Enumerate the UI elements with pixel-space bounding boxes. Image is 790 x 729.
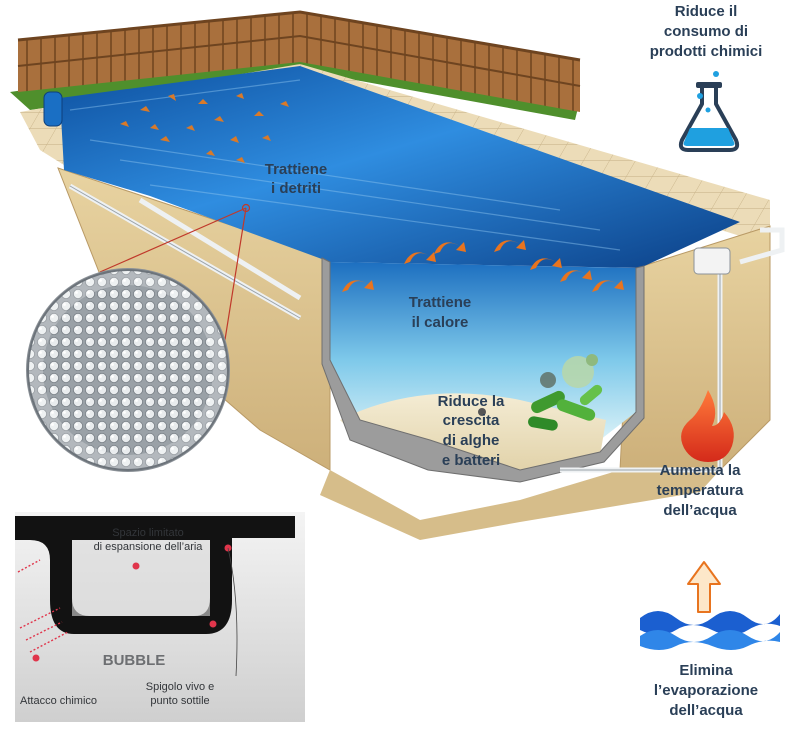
chemical-attack-arrows [17, 559, 69, 653]
svg-text:Aumenta la: Aumenta la [660, 462, 742, 479]
flask-icon [678, 71, 740, 152]
chemical-attack-label: Attacco chimico [20, 695, 97, 707]
bubble-magnifier [26, 203, 251, 472]
bubble-film [15, 516, 295, 634]
heat-arrows [342, 240, 624, 292]
label-heat: Trattiene il calore [409, 294, 472, 331]
waves-icon [640, 611, 780, 650]
svg-text:il calore: il calore [412, 314, 469, 331]
label-debris: Trattiene i detriti [265, 161, 328, 197]
cover-roll [43, 91, 63, 127]
svg-text:e batteri: e batteri [442, 452, 500, 469]
flame-icon [681, 390, 734, 462]
label-evaporation: Elimina l’evaporazione dell’acqua [654, 662, 758, 719]
edge-marker-bottom [209, 620, 217, 628]
svg-text:l’evaporazione: l’evaporazione [654, 682, 758, 699]
callout-line [99, 207, 247, 347]
pool-cover-surface [60, 66, 740, 268]
svg-text:temperatura: temperatura [657, 482, 744, 499]
svg-text:Elimina: Elimina [679, 662, 733, 679]
skimmer [693, 247, 731, 275]
edge-label-line2: punto sottile [150, 695, 209, 707]
svg-text:Trattiene: Trattiene [265, 161, 328, 178]
svg-text:prodotti chimici: prodotti chimici [650, 43, 763, 60]
label-chemicals: Riduce il consumo di prodotti chimici [650, 3, 763, 60]
space-marker [132, 562, 140, 570]
svg-text:Trattiene: Trattiene [409, 294, 472, 311]
svg-text:i detriti: i detriti [271, 180, 321, 197]
svg-text:crescita: crescita [443, 412, 500, 429]
soil-bottom [320, 470, 720, 540]
callout-marker [241, 203, 251, 213]
svg-text:di alghe: di alghe [443, 432, 500, 449]
space-label-line2: di espansione dell’aria [94, 541, 204, 553]
label-algae: Riduce la crescita di alghe e batteri [438, 393, 505, 469]
svg-text:dell’acqua: dell’acqua [663, 502, 737, 519]
label-temperature: Aumenta la temperatura dell’acqua [657, 462, 744, 519]
svg-text:Riduce il: Riduce il [675, 3, 738, 20]
svg-text:Riduce la: Riduce la [438, 393, 505, 410]
svg-text:consumo di: consumo di [664, 23, 748, 40]
bubble-diagram-labels: Spazio limitato di espansione dell’aria … [20, 527, 214, 707]
bacteria-cluster [478, 354, 603, 431]
pool-shell [321, 257, 645, 483]
bubble-cross-section [15, 512, 305, 722]
bubble-title: BUBBLE [103, 652, 166, 669]
space-label-line1: Spazio limitato [112, 527, 184, 539]
attack-marker [32, 654, 40, 662]
edge-label-line1: Spigolo vivo e [146, 681, 215, 693]
svg-text:dell’acqua: dell’acqua [669, 702, 743, 719]
debris-leaves [120, 93, 289, 163]
arrow-up-icon [687, 561, 721, 613]
